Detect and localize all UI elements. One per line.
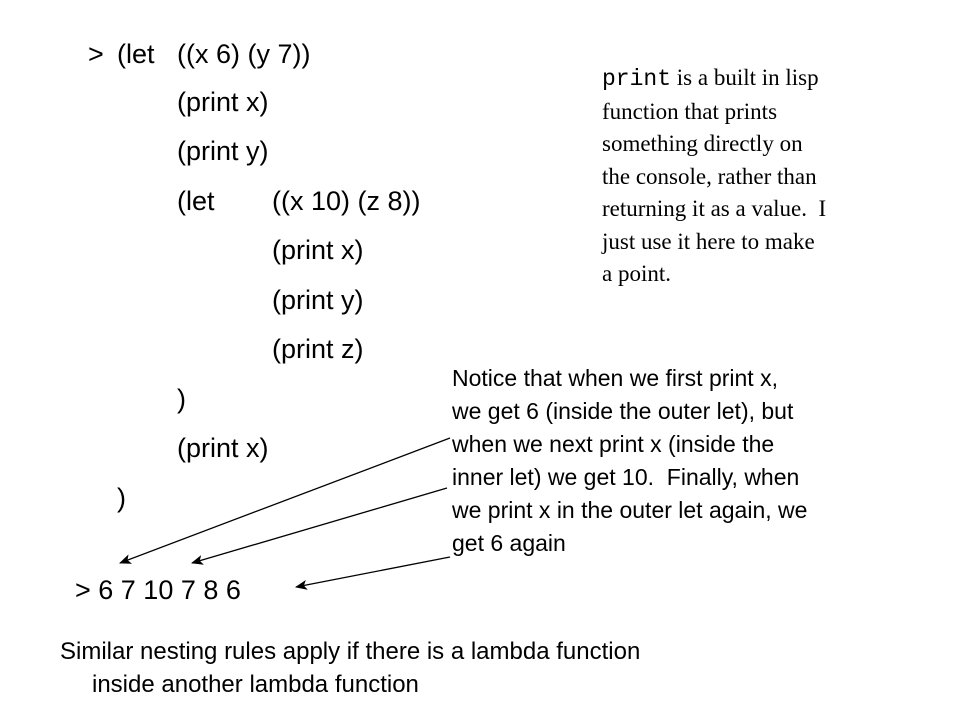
bottom-note: Similar nesting rules apply if there is … — [60, 635, 640, 701]
note-print-line-2: function that prints — [602, 98, 778, 124]
console-output: > 6 7 10 7 8 6 — [75, 575, 241, 605]
note-notice-line-1: Notice that when we first print x, — [452, 365, 778, 391]
code-bindings-inner: ((x 10) (z 8)) — [272, 186, 421, 216]
arrow-third-x — [295, 556, 451, 590]
code-close-outer: ) — [117, 483, 126, 513]
arrow-first-x — [119, 437, 451, 564]
note-print-line-7: a point. — [602, 261, 671, 286]
note-notice-line-4: inner let) we get 10. Finally, when — [452, 464, 800, 490]
code-print-x-2: (print x) — [272, 235, 364, 265]
note-print-line-1-rest: is a built in lisp — [671, 65, 819, 90]
code-print-x-3: (print x) — [177, 433, 269, 463]
code-print-x-1: (print x) — [177, 87, 269, 117]
note-notice-line-2: we get 6 (inside the outer let), but — [452, 398, 794, 424]
code-print-y-1: (print y) — [177, 136, 269, 166]
bottom-note-line-1: Similar nesting rules apply if there is … — [60, 638, 641, 665]
note-print-line-3: something directly on — [602, 131, 803, 156]
note-notice-line-6: get 6 again — [452, 530, 566, 556]
note-notice-line-3: when we next print x (inside the — [452, 431, 775, 457]
code-print-y-2: (print y) — [272, 285, 364, 315]
note-print-line-6: just use it here to make — [602, 228, 815, 254]
note-print-explanation: print is a built in lisp function that p… — [602, 62, 932, 291]
note-print-line-4: the console, rather than — [602, 163, 817, 189]
code-let-inner: (let — [177, 186, 215, 216]
code-let-outer: (let — [117, 39, 155, 69]
note-notice-line-5: we print x in the outer let again, we — [452, 497, 808, 523]
note-print-line-5: returning it as a value. I — [602, 196, 827, 221]
code-close-inner: ) — [177, 384, 186, 414]
code-print-z: (print z) — [272, 334, 364, 364]
code-bindings-outer: ((x 6) (y 7)) — [177, 39, 311, 69]
arrow-second-x — [191, 487, 448, 565]
code-prompt: > — [88, 39, 104, 69]
note-notice-explanation: Notice that when we first print x, we ge… — [452, 362, 952, 560]
bottom-note-line-2: inside another lambda function — [92, 671, 419, 698]
print-keyword: print — [602, 66, 672, 92]
note-print-line-1: print is a built in lisp — [602, 62, 932, 96]
